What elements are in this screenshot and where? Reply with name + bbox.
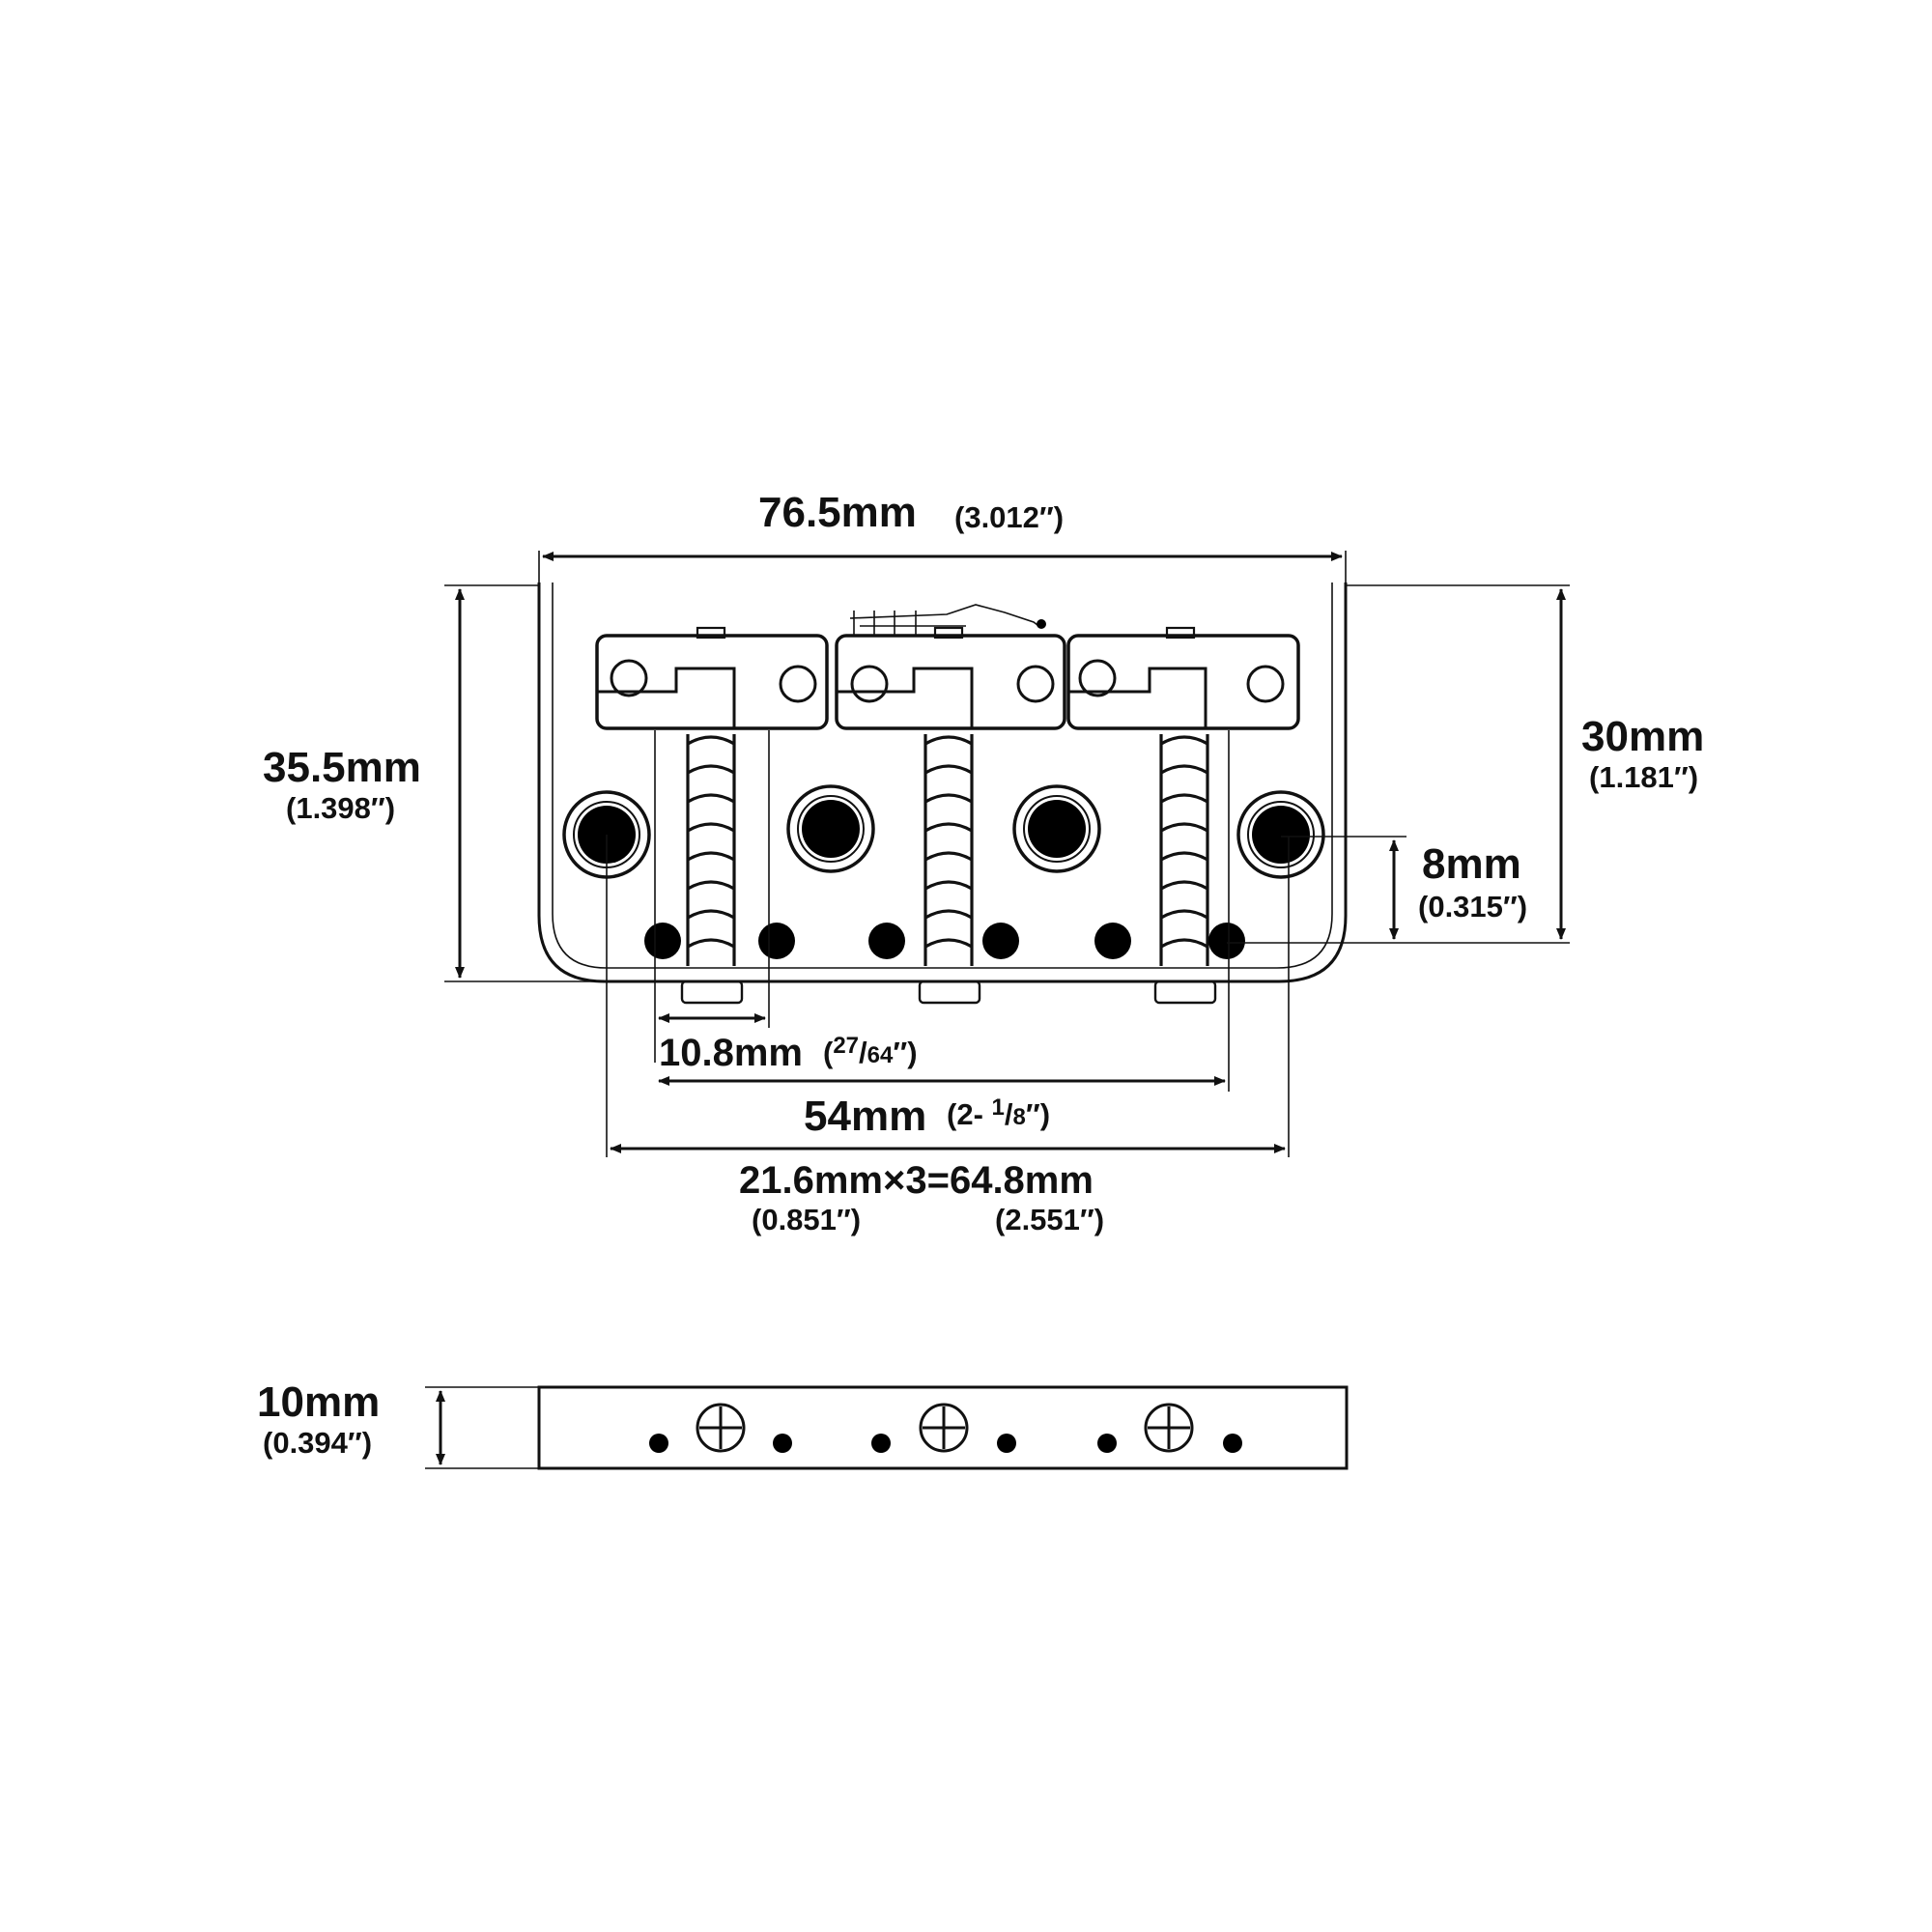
saddle-width-imperial: (27/64″)	[823, 1033, 918, 1069]
screw-offset-imperial: (0.315″)	[1418, 890, 1527, 923]
string-hole	[1097, 1434, 1117, 1453]
string-hole	[773, 1434, 792, 1453]
overall-depth-metric: 35.5mm	[263, 744, 421, 791]
brand-logo-mark	[849, 604, 1042, 638]
string-hole	[982, 923, 1019, 959]
bridge-top-view	[537, 582, 1348, 1005]
mounting-hole	[1236, 790, 1325, 879]
mounting-hole	[786, 784, 875, 873]
phillips-screw-icon	[1144, 1403, 1194, 1453]
string-hole	[1094, 923, 1131, 959]
overall-width-metric: 76.5mm	[758, 489, 917, 536]
string-hole	[997, 1434, 1016, 1453]
overall-depth-imperial: (1.398″)	[286, 791, 395, 825]
intonation-screw-tip	[918, 980, 981, 1005]
bridge-plate-inner-outline	[552, 582, 1333, 969]
mount-spacing-metric: 21.6mm×3=64.8mm	[739, 1159, 1094, 1202]
string-hole	[649, 1434, 668, 1453]
thickness-metric: 10mm	[257, 1378, 380, 1426]
dimension-lines	[444, 551, 1570, 1157]
phillips-screw-icon	[696, 1403, 746, 1453]
mounting-hole	[1012, 784, 1101, 873]
thickness-imperial: (0.394″)	[263, 1426, 372, 1460]
mount-spacing-imperial-b: (2.551″)	[995, 1203, 1104, 1236]
string-hole	[1208, 923, 1245, 959]
intonation-screw-tip	[1153, 980, 1217, 1005]
string-hole	[871, 1434, 891, 1453]
screw-offset-metric: 8mm	[1422, 840, 1521, 888]
string-hole	[1223, 1434, 1242, 1453]
string-spread-imperial: (2- 1/8″)	[947, 1094, 1050, 1131]
intonation-spring	[686, 734, 736, 966]
dimension-labels: 76.5mm (3.012″) 35.5mm (1.398″) 30mm (1.…	[263, 489, 1704, 1236]
phillips-screw-icon	[919, 1403, 969, 1453]
brand-logo-dot	[1037, 619, 1046, 629]
string-hole	[644, 923, 681, 959]
saddle	[835, 626, 1066, 730]
overall-width-imperial: (3.012″)	[954, 500, 1064, 534]
intonation-screw-tip	[680, 980, 744, 1005]
intonation-spring	[1159, 734, 1209, 966]
saddle-to-edge-metric: 30mm	[1581, 713, 1704, 760]
bridge-side-view: 10mm (0.394″)	[257, 1378, 1349, 1470]
saddle	[595, 626, 829, 730]
saddle-to-edge-imperial: (1.181″)	[1589, 760, 1698, 794]
string-hole	[758, 923, 795, 959]
intonation-spring	[923, 734, 974, 966]
mount-spacing-imperial-a: (0.851″)	[752, 1203, 861, 1236]
string-spread-metric: 54mm	[804, 1093, 926, 1140]
saddle-width-metric: 10.8mm	[659, 1032, 803, 1074]
string-hole	[868, 923, 905, 959]
saddle	[1066, 626, 1300, 730]
